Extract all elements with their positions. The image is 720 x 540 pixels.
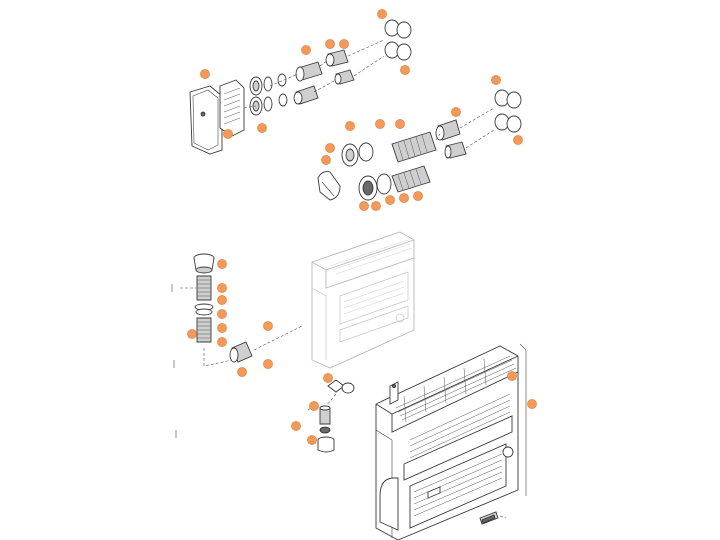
callout-marker xyxy=(400,65,410,75)
front-grille xyxy=(409,393,514,517)
callout-marker xyxy=(217,259,227,269)
heater-outline-reference xyxy=(311,231,415,369)
callout-marker xyxy=(187,329,197,339)
callout-marker xyxy=(359,201,369,211)
drain-plug xyxy=(479,511,499,525)
terminal-cover xyxy=(189,85,223,155)
top-cap xyxy=(193,253,215,274)
callout-marker xyxy=(217,323,227,333)
top-grille xyxy=(395,355,517,423)
callout-marker xyxy=(395,119,405,129)
callout-marker xyxy=(217,295,227,305)
collar xyxy=(194,303,214,316)
callout-marker xyxy=(325,143,335,153)
callout-marker xyxy=(345,121,355,131)
callout-marker xyxy=(307,435,317,445)
heater-main xyxy=(375,343,527,540)
casing xyxy=(311,231,415,369)
callout-marker xyxy=(263,321,273,331)
callout-marker xyxy=(309,401,319,411)
cup xyxy=(317,436,335,453)
callout-marker xyxy=(385,195,395,205)
drain-kit xyxy=(307,379,355,453)
callout-marker xyxy=(291,421,301,431)
callout-marker xyxy=(371,201,381,211)
flange-rings xyxy=(249,73,288,116)
round-cap xyxy=(317,171,341,201)
callout-marker xyxy=(527,399,537,409)
duct-pipes xyxy=(435,119,467,159)
bracket xyxy=(389,381,399,405)
duct-pipes xyxy=(293,49,355,105)
flex-pipe xyxy=(196,275,212,343)
callout-marker xyxy=(323,373,333,383)
terminal-kit-upper-right xyxy=(317,89,522,201)
pipe-clamps xyxy=(494,89,522,133)
pipe-clamps xyxy=(384,19,412,61)
callout-marker xyxy=(491,75,501,85)
callout-marker xyxy=(451,107,461,117)
clamp xyxy=(327,379,355,394)
callout-marker xyxy=(377,9,387,19)
callout-marker xyxy=(339,39,349,49)
flex-hose xyxy=(391,131,437,193)
grille-plate xyxy=(219,79,245,137)
terminal-kit-upper-left xyxy=(189,19,412,155)
callout-marker xyxy=(375,119,385,129)
callout-marker xyxy=(200,69,210,79)
callout-marker xyxy=(321,155,331,165)
callout-marker xyxy=(301,45,311,55)
fan-assembly xyxy=(341,142,392,201)
callout-marker xyxy=(217,309,227,319)
callout-marker xyxy=(263,359,273,369)
sleeve xyxy=(319,405,331,434)
callout-marker xyxy=(237,367,247,377)
callout-marker xyxy=(413,191,423,201)
callout-marker xyxy=(399,193,409,203)
callout-marker xyxy=(325,39,335,49)
callout-marker xyxy=(257,123,267,133)
callout-marker xyxy=(507,371,517,381)
callout-marker xyxy=(223,129,233,139)
callout-marker xyxy=(217,283,227,293)
elbow xyxy=(229,341,253,363)
callout-markers xyxy=(187,9,537,445)
vertical-flue-kit xyxy=(171,253,303,438)
callout-marker xyxy=(513,135,523,145)
callout-marker xyxy=(217,337,227,347)
casing xyxy=(375,345,519,540)
